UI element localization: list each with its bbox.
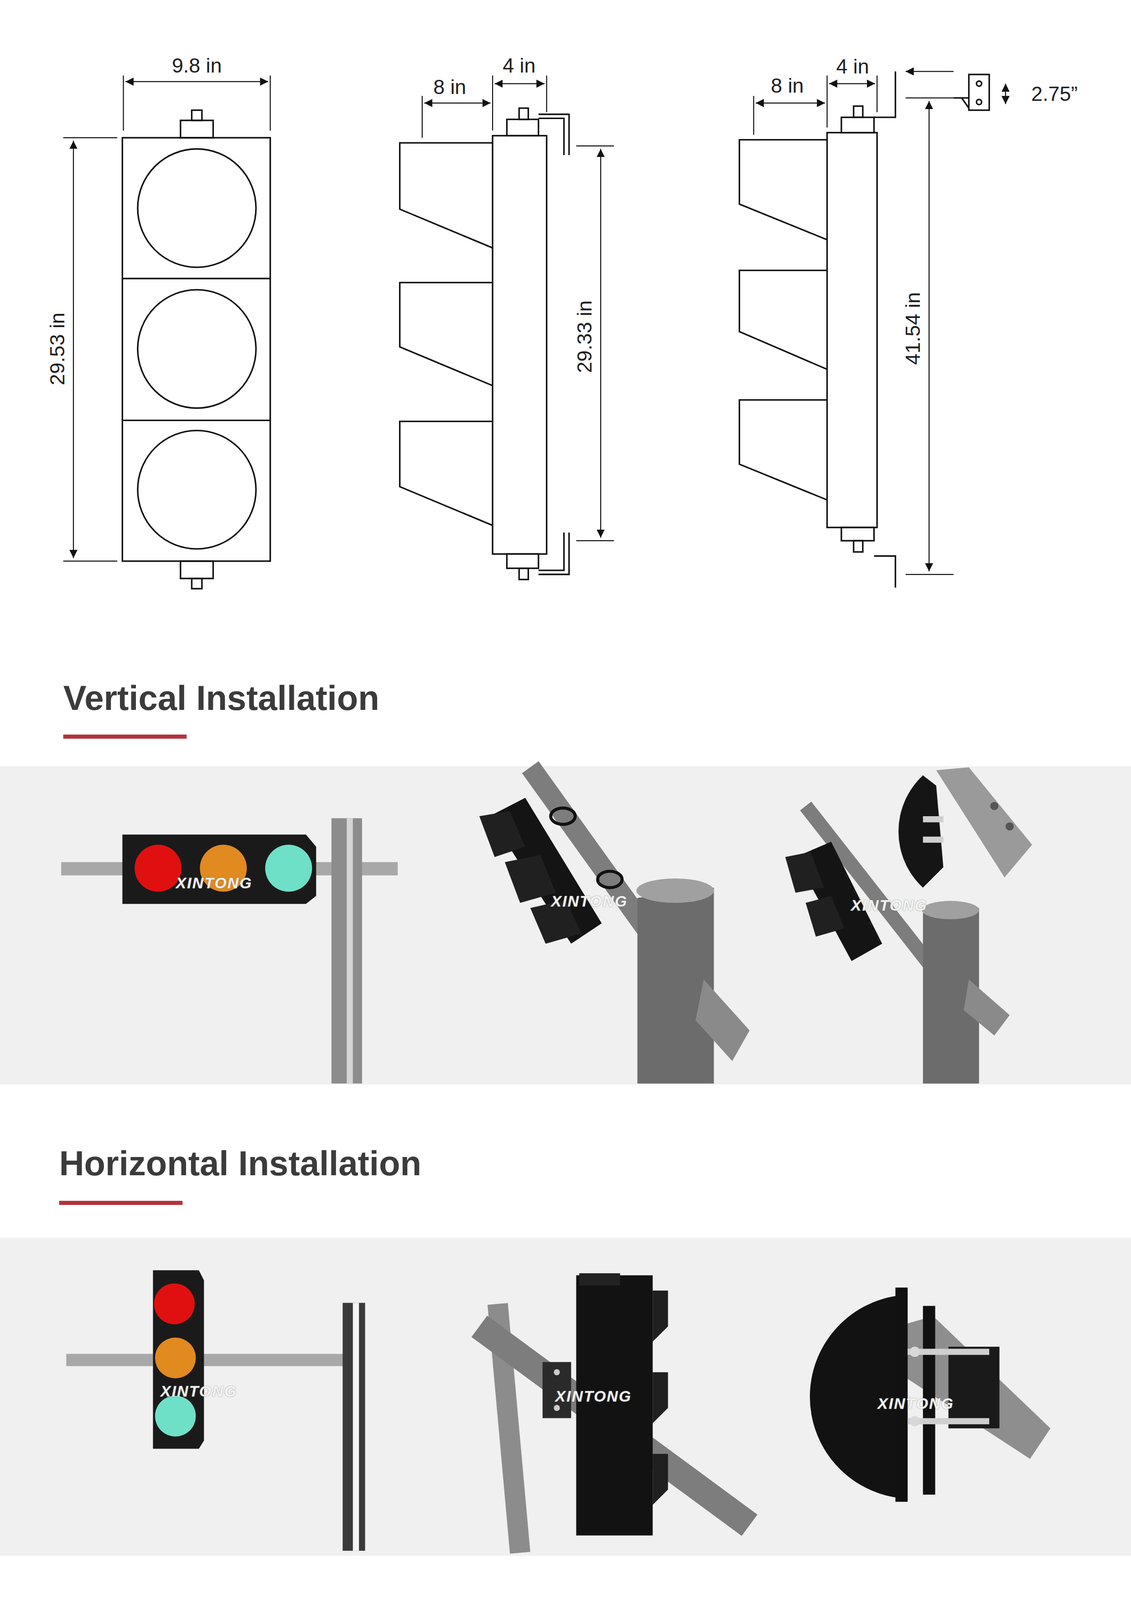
dimension-label: 29.53 in [46,312,69,385]
dimension-label: 4 in [835,55,869,78]
watermark: XINTONG [176,874,253,892]
dimension-label: 2.75” [1031,82,1078,105]
dimension-label: 29.33 in [573,300,596,373]
watermark: XINTONG [160,1382,238,1400]
dimension-label: 9.8 in [171,54,222,77]
dimension-label: 8 in [770,74,804,97]
watermark: XINTONG [555,1387,633,1405]
watermark: XINTONG [551,892,628,910]
watermark: XINTONG [877,1395,955,1412]
watermark: XINTONG [850,897,928,914]
section-heading: Vertical Installation [63,679,380,718]
dimension-label: 8 in [433,75,467,98]
dimension-label: 41.54 in [901,291,924,365]
section-heading: Horizontal Installation [59,1144,422,1183]
dimension-label: 4 in [502,54,536,77]
